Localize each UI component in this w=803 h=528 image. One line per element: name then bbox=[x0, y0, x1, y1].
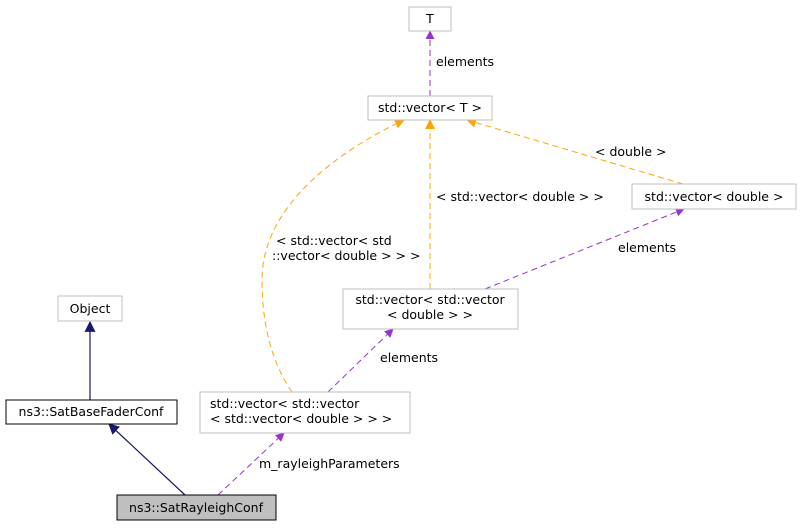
node-vector-double-label: std::vector< double > bbox=[645, 189, 784, 204]
node-vector-double[interactable]: std::vector< double > bbox=[631, 183, 797, 210]
edge-inherit-base-fader bbox=[108, 423, 186, 496]
node-vector-vector-double-line2: < double > > bbox=[387, 307, 473, 322]
node-vector-vector-vector-double[interactable]: std::vector< std::vector < std::vector< … bbox=[199, 391, 411, 434]
node-sat-base-fader-conf-label: ns3::SatBaseFaderConf bbox=[19, 404, 165, 419]
edge-label-vvv-template-line2: ::vector< double > > > bbox=[272, 248, 420, 263]
edge-label-vector-double-elements: elements bbox=[618, 240, 676, 255]
node-object-label: Object bbox=[70, 301, 111, 316]
node-sat-rayleigh-conf-label: ns3::SatRayleighConf bbox=[129, 500, 264, 515]
node-t[interactable]: T bbox=[408, 6, 452, 32]
edge-vvv-template: < std::vector< std ::vector< double > > … bbox=[261, 119, 420, 393]
edge-vector-double-elements: elements bbox=[484, 207, 685, 290]
edge-rayleigh-parameters: m_rayleighParameters bbox=[217, 432, 400, 496]
edge-vector-vector-double-template: < std::vector< double > > bbox=[425, 119, 604, 289]
edge-vector-t-elements: elements bbox=[425, 30, 494, 96]
edge-label-vvv-template-line1: < std::vector< std bbox=[276, 233, 392, 248]
edge-label-rayleigh-parameters: m_rayleighParameters bbox=[259, 456, 400, 471]
edge-label-t-elements: elements bbox=[436, 54, 494, 69]
node-t-label: T bbox=[425, 11, 434, 26]
edge-label-vv-elements: elements bbox=[380, 350, 438, 365]
edge-label-vector-double-template: < std::vector< double > > bbox=[436, 189, 604, 204]
edge-vv-elements: elements bbox=[327, 328, 438, 393]
node-vector-vector-double[interactable]: std::vector< std::vector < double > > bbox=[342, 288, 519, 330]
edge-label-double-template: < double > bbox=[595, 144, 667, 159]
node-vector-vector-double-line1: std::vector< std::vector bbox=[355, 292, 505, 307]
node-vvv-line1: std::vector< std::vector bbox=[210, 396, 360, 411]
node-vector-t-label: std::vector< T > bbox=[378, 100, 482, 115]
node-vvv-line2: < std::vector< double > > > bbox=[210, 411, 392, 426]
node-object[interactable]: Object bbox=[57, 295, 123, 322]
edge-vector-double-template: < double > bbox=[466, 117, 684, 185]
node-sat-rayleigh-conf[interactable]: ns3::SatRayleighConf bbox=[116, 494, 277, 521]
node-sat-base-fader-conf[interactable]: ns3::SatBaseFaderConf bbox=[5, 399, 178, 425]
node-vector-t[interactable]: std::vector< T > bbox=[367, 95, 493, 121]
